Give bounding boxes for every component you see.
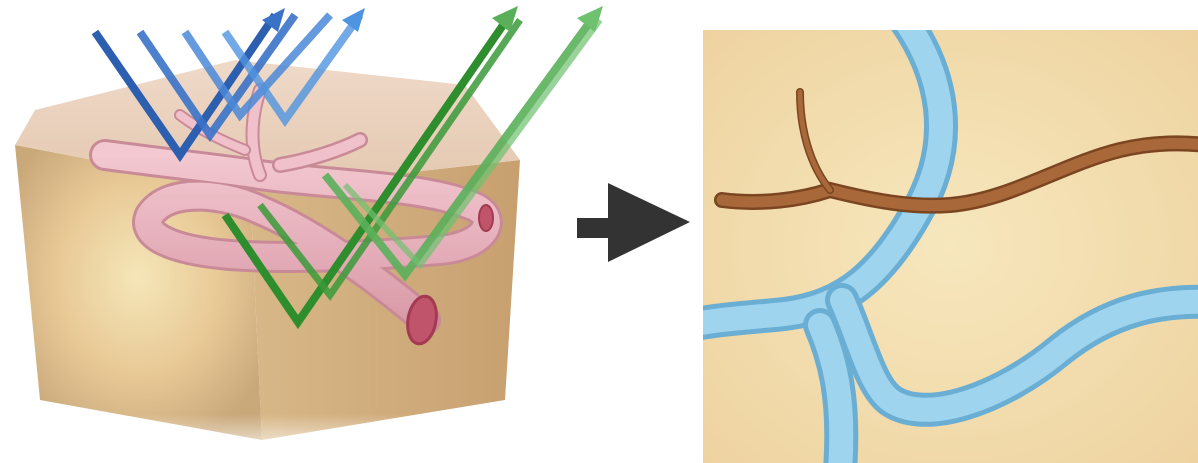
blue-arrow-head [342,8,365,32]
vessel-opening [479,205,493,231]
transition-arrow [577,183,690,262]
narrow-band-image [690,20,1198,463]
